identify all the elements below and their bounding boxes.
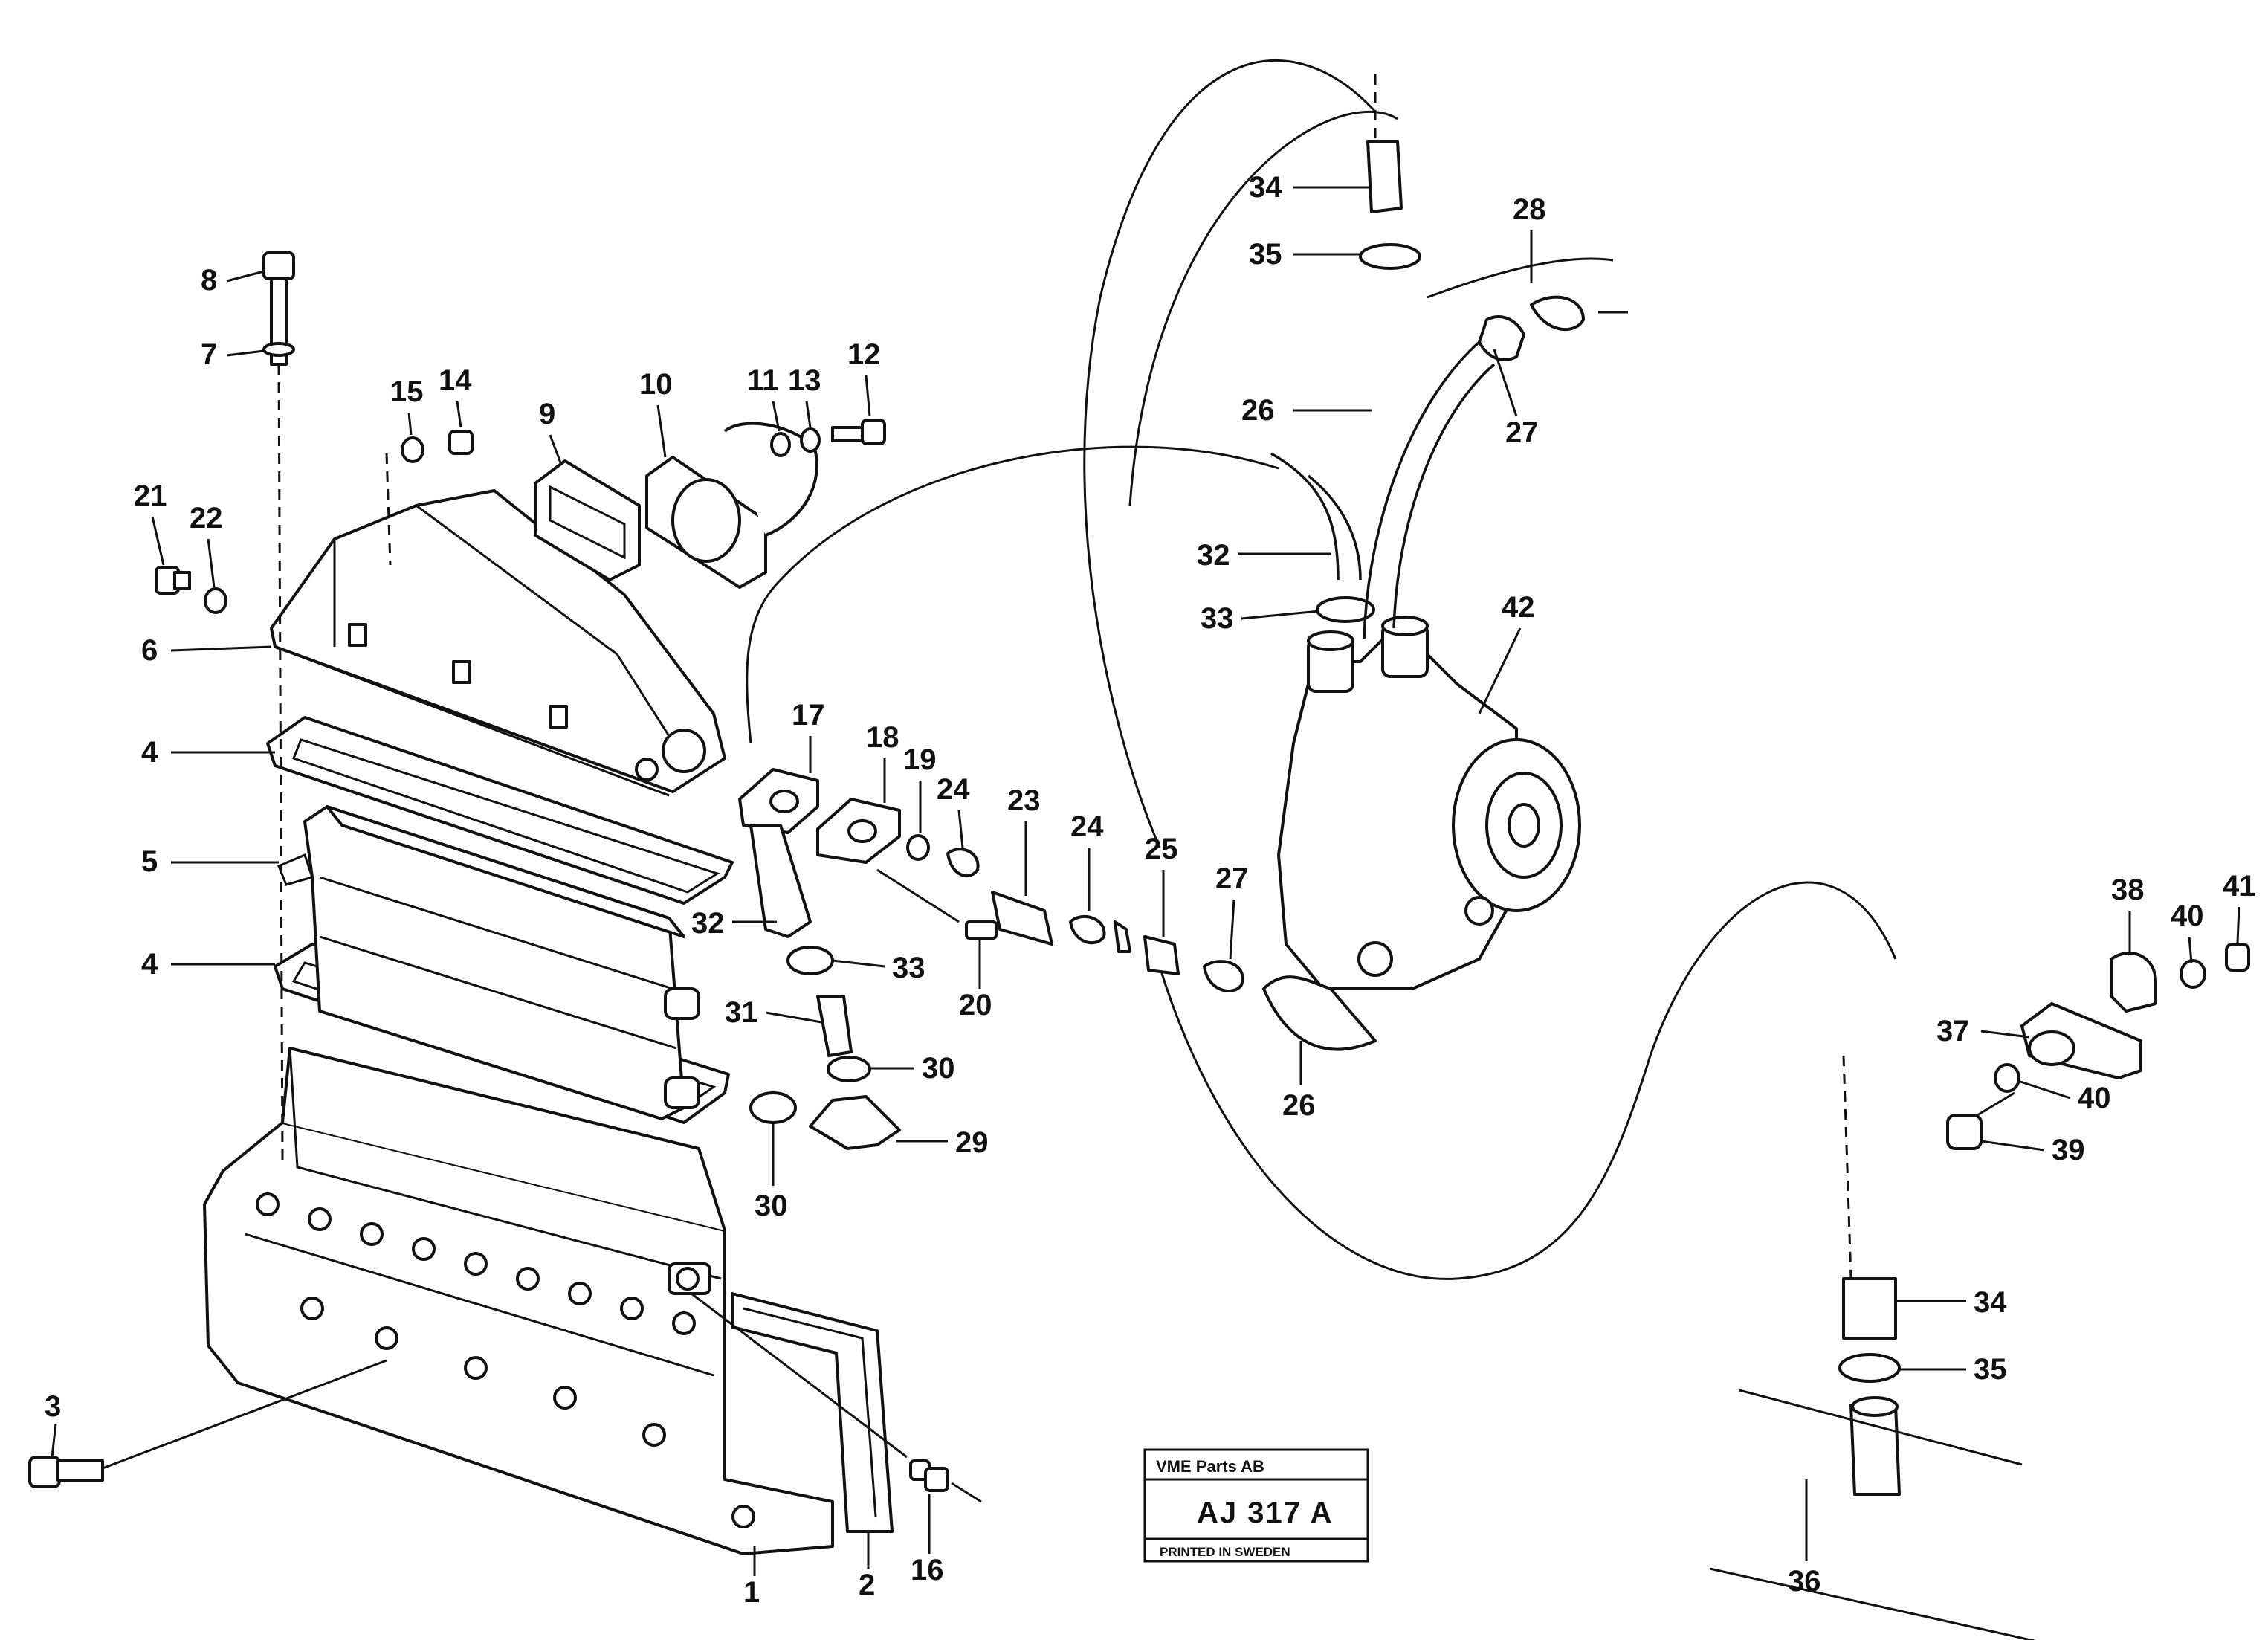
callout-1: 1 bbox=[743, 1576, 760, 1609]
callout-42: 42 bbox=[1502, 591, 1535, 624]
callout-33b: 33 bbox=[892, 952, 925, 984]
housing-bolt-holes bbox=[256, 1192, 755, 1528]
title-block-printed: PRINTED IN SWEDEN bbox=[1160, 1545, 1290, 1559]
callout-21: 21 bbox=[134, 480, 167, 512]
callout-16: 16 bbox=[911, 1554, 944, 1586]
callout-25: 25 bbox=[1145, 833, 1178, 865]
callout-30a: 30 bbox=[755, 1189, 788, 1222]
hoses-lower bbox=[1709, 1055, 2036, 1640]
callout-36: 36 bbox=[1788, 1565, 1821, 1598]
callout-11: 11 bbox=[747, 364, 778, 397]
title-block-company: VME Parts AB bbox=[1156, 1457, 1264, 1476]
callout-3: 3 bbox=[45, 1390, 61, 1423]
callout-27b: 27 bbox=[1215, 862, 1249, 895]
side-gasket bbox=[731, 1292, 894, 1533]
mounting-bracket bbox=[1946, 943, 2250, 1150]
flange-gasket bbox=[534, 459, 641, 581]
callout-14: 14 bbox=[439, 364, 472, 397]
cooler-housing bbox=[203, 1047, 834, 1555]
callout-24b: 24 bbox=[1070, 810, 1104, 843]
hose-pieces-mid bbox=[749, 824, 1244, 1150]
callout-34a: 34 bbox=[1249, 171, 1282, 204]
callout-5: 5 bbox=[141, 845, 158, 878]
callout-37: 37 bbox=[1936, 1015, 1970, 1047]
hoses-upper bbox=[1270, 74, 1628, 640]
callout-35a: 35 bbox=[1249, 238, 1282, 271]
title-block-code: AJ 317 A bbox=[1197, 1497, 1334, 1529]
callout-18: 18 bbox=[866, 721, 899, 754]
cooler-core bbox=[277, 805, 700, 1120]
callout-32a: 32 bbox=[1197, 539, 1230, 572]
connecting-loops bbox=[746, 59, 1897, 1280]
callout-2: 2 bbox=[859, 1569, 875, 1601]
callout-34b: 34 bbox=[1974, 1286, 2007, 1319]
callout-13: 13 bbox=[788, 364, 821, 397]
cooler-cover bbox=[270, 489, 726, 797]
callout-35b: 35 bbox=[1974, 1353, 2007, 1386]
callouts: 1 2 3 4 4 5 6 7 8 9 10 11 12 13 14 15 16… bbox=[45, 171, 2256, 1609]
callout-29: 29 bbox=[955, 1126, 989, 1159]
outlet-flange bbox=[645, 422, 818, 589]
water-pump bbox=[1262, 616, 1581, 1051]
callout-30b: 30 bbox=[922, 1052, 955, 1085]
callout-4a: 4 bbox=[141, 736, 158, 769]
callout-15: 15 bbox=[390, 375, 424, 408]
callout-12: 12 bbox=[847, 338, 881, 371]
callout-26b: 26 bbox=[1282, 1089, 1316, 1122]
callout-9: 9 bbox=[539, 398, 555, 430]
title-block: VME Parts AB AJ 317 A PRINTED IN SWEDEN bbox=[1143, 1448, 1369, 1563]
callout-6: 6 bbox=[141, 634, 158, 667]
callout-8: 8 bbox=[201, 264, 217, 297]
callout-4b: 4 bbox=[141, 948, 158, 981]
callout-38: 38 bbox=[2111, 874, 2145, 906]
callout-41: 41 bbox=[2223, 870, 2256, 903]
callout-19: 19 bbox=[903, 743, 937, 776]
callout-17: 17 bbox=[792, 699, 825, 732]
upper-gasket bbox=[266, 716, 734, 905]
callout-39: 39 bbox=[2052, 1134, 2085, 1166]
callout-24a: 24 bbox=[937, 773, 970, 806]
callout-27a: 27 bbox=[1505, 416, 1539, 449]
drain-fitting bbox=[691, 1292, 982, 1503]
callout-7: 7 bbox=[201, 338, 217, 371]
fasteners-upper bbox=[155, 251, 886, 1160]
callout-32b: 32 bbox=[691, 907, 725, 940]
callout-26a: 26 bbox=[1241, 394, 1275, 427]
callout-28: 28 bbox=[1513, 193, 1546, 226]
callout-40a: 40 bbox=[2171, 900, 2204, 932]
callout-31: 31 bbox=[725, 996, 758, 1029]
callout-22: 22 bbox=[190, 502, 223, 535]
side-bolt bbox=[28, 1359, 387, 1488]
callout-23: 23 bbox=[1007, 784, 1041, 817]
callout-33a: 33 bbox=[1201, 602, 1234, 635]
callout-20: 20 bbox=[959, 989, 992, 1021]
callout-40b: 40 bbox=[2078, 1082, 2111, 1114]
connector-flanges bbox=[738, 768, 930, 864]
callout-10: 10 bbox=[639, 368, 673, 401]
